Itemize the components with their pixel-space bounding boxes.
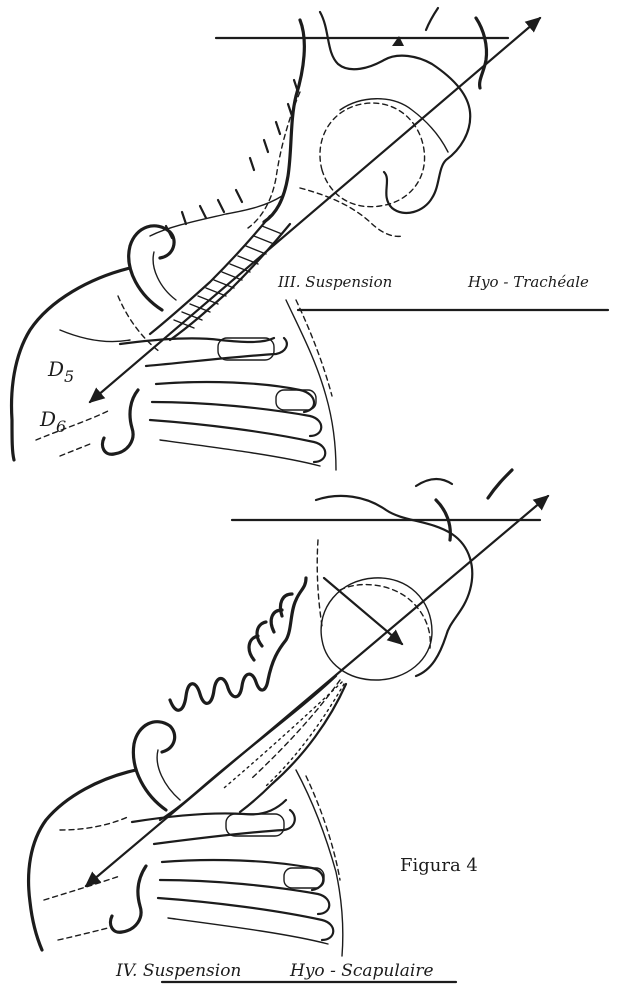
top-panel-drawing bbox=[12, 8, 540, 470]
bottom-scapula-outline bbox=[60, 816, 130, 830]
bottom-caption-part1: IV. Suspension bbox=[115, 961, 241, 981]
top-vertebra-d6-letter: D bbox=[39, 407, 56, 431]
bottom-caption-part2: Hyo - Scapulaire bbox=[289, 961, 434, 981]
top-trachea-rings bbox=[174, 226, 282, 328]
top-costal-cartilage-2 bbox=[276, 390, 316, 410]
top-caption: III. Suspension Hyo - Trachéale bbox=[277, 273, 608, 310]
bottom-posterior-dashes bbox=[317, 540, 322, 626]
top-clavicle bbox=[120, 338, 274, 344]
bottom-mandible-arrow bbox=[324, 578, 402, 644]
bottom-panel-drawing bbox=[29, 470, 548, 956]
bottom-clavicle bbox=[132, 800, 286, 822]
top-rib-3 bbox=[152, 402, 321, 436]
figure-label: Figura 4 bbox=[400, 855, 478, 876]
bottom-rib-1 bbox=[154, 810, 295, 844]
top-skull-contour-left bbox=[264, 20, 304, 222]
top-rib-4 bbox=[150, 420, 325, 462]
bottom-sternum-line bbox=[296, 770, 343, 956]
bottom-ligament-dashed-2 bbox=[224, 682, 342, 788]
top-rib-2 bbox=[156, 382, 314, 412]
bottom-hooked-processes bbox=[249, 594, 292, 660]
top-oblique-thin-contour bbox=[60, 330, 130, 342]
bottom-aortic-arch bbox=[133, 722, 174, 810]
top-hair-arc-2 bbox=[476, 18, 487, 88]
bottom-head-arc-2 bbox=[488, 470, 512, 498]
bottom-ligament-dashed-3 bbox=[266, 684, 344, 786]
top-vertebra-label-d5: D5 bbox=[47, 357, 74, 386]
bottom-ligament-lower-edge bbox=[240, 684, 346, 812]
bottom-back-dashes bbox=[44, 876, 120, 940]
bottom-shoulder-outline bbox=[29, 770, 136, 950]
top-hair-arc-1 bbox=[426, 8, 438, 30]
bottom-ligament-dashed-1 bbox=[250, 680, 340, 780]
bottom-mandible-circle bbox=[321, 578, 432, 680]
top-aortic-arch-inner bbox=[153, 252, 176, 300]
top-vertebra-d6-subscript: 6 bbox=[56, 417, 66, 436]
top-vertebra-label-d6: D6 bbox=[39, 407, 66, 436]
top-shoulder-outline bbox=[12, 268, 130, 460]
bottom-rib-4 bbox=[158, 898, 333, 940]
top-rib-5 bbox=[160, 440, 320, 466]
bottom-caption: IV. Suspension Hyo - Scapulaire bbox=[115, 961, 456, 982]
bottom-rib-3 bbox=[160, 880, 329, 914]
top-vertebra-d5-letter: D bbox=[47, 357, 64, 381]
bottom-head-arc-1 bbox=[416, 479, 452, 486]
top-trachea-upper bbox=[150, 216, 270, 334]
top-vertebra-d5-subscript: 5 bbox=[64, 367, 74, 386]
bottom-rib-5 bbox=[168, 918, 328, 944]
bottom-dorsal-vertebra bbox=[110, 866, 146, 932]
top-caption-part2: Hyo - Trachéale bbox=[467, 273, 589, 291]
bottom-sternum-dashed bbox=[306, 776, 340, 880]
top-rib-1 bbox=[146, 338, 287, 366]
top-sternum-dashed bbox=[296, 300, 332, 396]
bottom-rib-2 bbox=[162, 860, 323, 890]
top-dorsal-vertebra bbox=[102, 390, 138, 454]
top-aortic-arch bbox=[129, 226, 174, 310]
bottom-aortic-arch-inner bbox=[157, 750, 180, 800]
top-spinous-processes bbox=[166, 80, 298, 238]
bottom-spinous-wave bbox=[170, 578, 306, 710]
top-caption-part1: III. Suspension bbox=[277, 273, 392, 291]
